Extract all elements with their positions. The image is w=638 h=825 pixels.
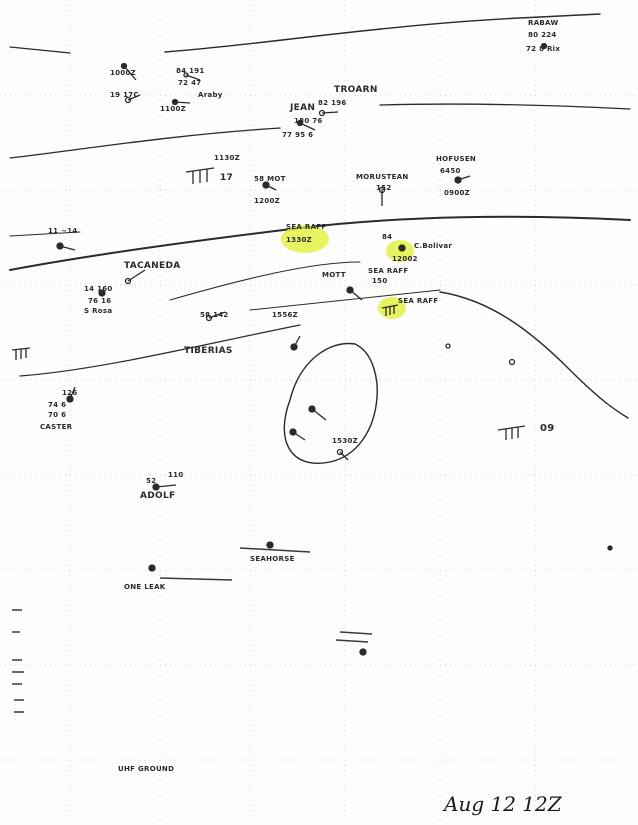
obs-label: 1530Z [332, 437, 359, 445]
circulation [283, 342, 378, 464]
streamline-3 [9, 127, 281, 159]
obs-label: 14 160 [84, 285, 113, 293]
obs-label: 110 [168, 471, 184, 479]
obs-label: 72 8 Rix [526, 45, 561, 53]
station-sea-raff-1-label: SEA RAFF [286, 223, 327, 231]
obs-label: 1100Z [160, 105, 187, 113]
streamline-9 [249, 289, 441, 311]
station-hofusen-label: HOFUSEN [436, 155, 477, 163]
obs-label: 12002 [392, 255, 418, 263]
obs-label: 09 [540, 423, 555, 434]
station-caster-label: CASTER [40, 423, 73, 431]
obs-label: 72 47 [178, 79, 202, 87]
obs-label: 58 142 [200, 311, 229, 319]
streamline-8 [19, 324, 301, 377]
obs-label: 84 191 [176, 67, 205, 75]
obs-label: MOTT [322, 271, 346, 279]
station-uhf-ground-label: UHF GROUND [118, 765, 175, 773]
obs-label: SEA RAFF [368, 267, 409, 275]
obs-label: 126 [62, 389, 78, 397]
highlight-3 [378, 297, 406, 319]
streamline-2 [164, 13, 601, 53]
obs-label: 82 196 [318, 99, 347, 107]
streamline-1 [9, 46, 71, 54]
station-jean-label: JEAN [290, 103, 316, 113]
highlight-1 [281, 225, 329, 253]
streamline-6 [9, 231, 81, 237]
station-rabaul-label: RABAW [528, 19, 559, 27]
obs-label: 84 [382, 233, 393, 241]
station-s-rosa-label: S Rosa [84, 307, 113, 315]
station-one-leak-label: ONE LEAK [124, 583, 166, 591]
station-tacaneda-label: TACANEDA [124, 261, 181, 271]
station-tiberias-label: TIBERIAS [184, 346, 233, 356]
edge-marks [12, 547, 373, 713]
obs-label: 17 [220, 173, 234, 183]
station-araby-label: Araby [198, 91, 223, 99]
station-plots [56, 42, 613, 656]
obs-label: 1130Z [214, 154, 241, 162]
streamline-4 [379, 103, 631, 110]
obs-label: 74 6 [48, 401, 67, 409]
obs-label: 150 [372, 277, 388, 285]
station-c-bolivar-label: C.Bolivar [414, 242, 453, 250]
obs-label: 70 6 [48, 411, 67, 419]
front-curve [439, 291, 629, 419]
station-troarn-label: TROARN [334, 85, 378, 95]
obs-label: 11 ~14 [48, 227, 78, 235]
obs-label: 6450 [440, 167, 461, 175]
wind-barbs [11, 167, 526, 440]
obs-label: 1556Z [272, 311, 299, 319]
station-seahorse-label: SEAHORSE [250, 555, 295, 563]
obs-label: 77 95 6 [282, 131, 314, 139]
streamline-7 [169, 261, 361, 301]
obs-label: 1000Z [110, 69, 137, 77]
obs-label: 52 [146, 477, 157, 485]
obs-label: 1330Z [286, 236, 313, 244]
obs-label: 152 [376, 184, 392, 192]
station-sea-raff-2-label: SEA RAFF [398, 297, 439, 305]
obs-label: 58 MOT [254, 175, 286, 183]
obs-label: 0900Z [444, 189, 471, 197]
obs-label: 1200Z [254, 197, 281, 205]
obs-label: 76 16 [88, 297, 112, 305]
obs-label: 180 76 [294, 117, 323, 125]
chart-date-label: Aug 12 12Z [444, 792, 562, 816]
obs-label: 19 17C [110, 91, 139, 99]
station-adolf-label: ADOLF [140, 491, 176, 501]
station-morustean-label: MORUSTEAN [356, 173, 409, 181]
obs-label: 80 224 [528, 31, 557, 39]
